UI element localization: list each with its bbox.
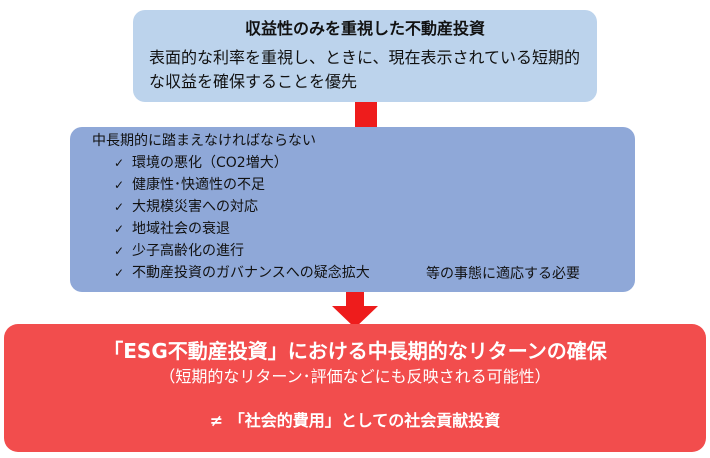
middle-box-footer: 等の事態に適応する必要 [426,266,580,282]
top-box-description: 表面的な利率を重視し、ときに、現在表示されている短期的な収益を確保することを優先 [149,48,581,91]
top-box-title: 収益性のみを重視した不動産投資 [244,19,485,38]
arrow-down-icon [332,292,378,328]
list-item-label: 不動産投資のガバナンスへの疑念拡大 [132,265,370,281]
check-icon: ✓ [114,178,125,192]
check-icon: ✓ [114,222,125,236]
list-item: ✓ 地域社会の衰退 [114,218,623,240]
bottom-box-subtitle: （短期的なリターン･評価などにも反映される可能性） [159,367,551,386]
concern-list: ✓ 環境の悪化（CO2増大） ✓ 健康性･快適性の不足 ✓ 大規模災害への対応 ✓ 地域… [92,152,623,284]
list-item-label: 大規模災害への対応 [132,199,258,215]
middle-box-header: 中長期的に踏まえなければならない [92,133,316,149]
middle-box: 中長期的に踏まえなければならない ✓ 環境の悪化（CO2増大） ✓ 健康性･快適性の… [70,127,635,292]
check-icon: ✓ [114,156,125,170]
bottom-box: 「ESG不動産投資」における中長期的なリターンの確保 （短期的なリターン･評価な… [4,324,706,452]
list-item-label: 健康性･快適性の不足 [132,177,265,193]
bottom-box-note: ≠ 「社会的費用」としての社会貢献投資 [209,411,501,430]
list-item: ✓ 不動産投資のガバナンスへの疑念拡大 [114,262,623,284]
check-icon: ✓ [114,266,125,280]
bottom-box-title: 「ESG不動産投資」における中長期的なリターンの確保 [103,339,607,363]
list-item: ✓ 環境の悪化（CO2増大） [114,152,623,174]
connector-arrow-bottom [332,292,378,328]
check-icon: ✓ [114,200,125,214]
list-item: ✓ 少子高齢化の進行 [114,240,623,262]
list-item: ✓ 健康性･快適性の不足 [114,174,623,196]
list-item-label: 少子高齢化の進行 [132,243,244,259]
top-box: 収益性のみを重視した不動産投資 表面的な利率を重視し、ときに、現在表示されている… [133,10,597,102]
list-item-label: 地域社会の衰退 [132,221,230,237]
list-item-label: 環境の悪化（CO2増大） [132,155,288,171]
connector-arrow-top [355,102,377,128]
check-icon: ✓ [114,244,125,258]
list-item: ✓ 大規模災害への対応 [114,196,623,218]
